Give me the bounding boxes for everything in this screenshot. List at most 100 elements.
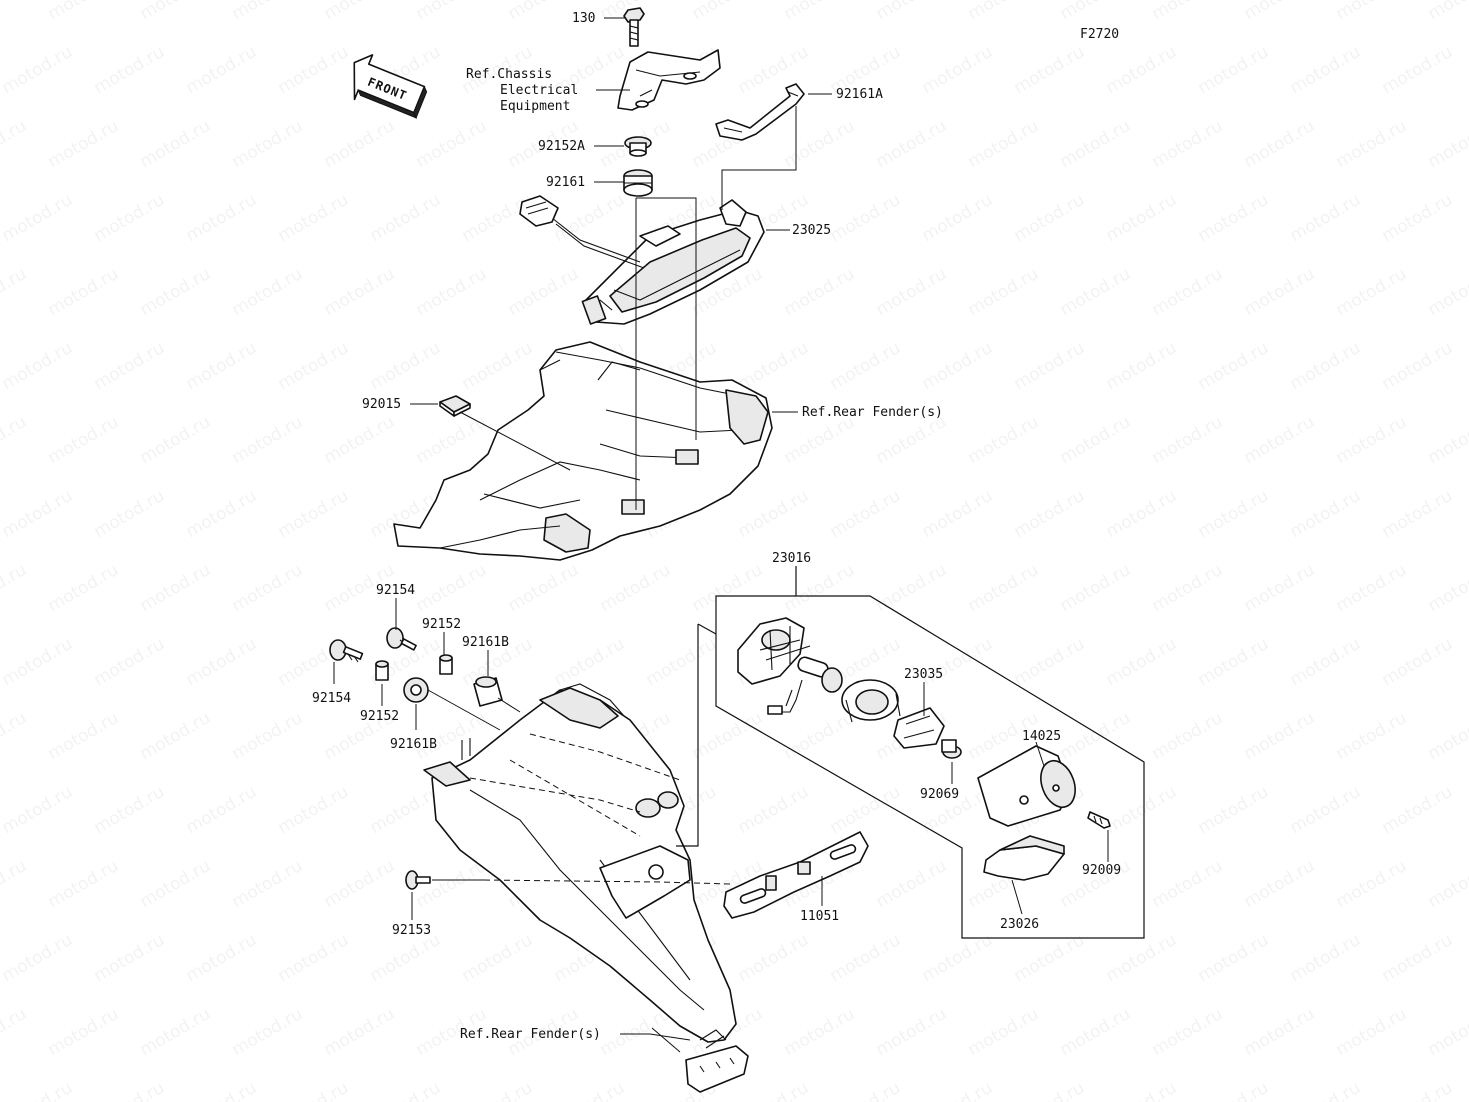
watermark-text: motod.ru — [1011, 486, 1089, 542]
watermark-text: motod.ru — [183, 930, 261, 986]
watermark-text: motod.ru — [1333, 560, 1411, 616]
watermark-text: motod.ru — [91, 634, 169, 690]
watermark-text: motod.ru — [183, 782, 261, 838]
watermark-text: motod.ru — [781, 708, 859, 764]
watermark-text: motod.ru — [1241, 560, 1319, 616]
watermark-text: motod.ru — [1333, 264, 1411, 320]
watermark-text: motod.ru — [551, 634, 629, 690]
watermark-text: motod.ru — [873, 856, 951, 912]
label-92009: 92009 — [1082, 863, 1121, 878]
watermark-text: motod.ru — [1333, 412, 1411, 468]
watermark-text: motod.ru — [413, 116, 491, 172]
watermark-text: motod.ru — [965, 560, 1043, 616]
label-92152-upper: 92152 — [422, 617, 461, 632]
watermark-text: motod.ru — [137, 708, 215, 764]
labels: F2720 130 Ref.Chassis Electrical Equipme… — [312, 11, 1121, 1042]
watermark-text: motod.ru — [91, 486, 169, 542]
watermark-text: motod.ru — [275, 338, 353, 394]
watermark-text: motod.ru — [1103, 42, 1181, 98]
front-direction-arrow: FRONT — [353, 54, 428, 120]
watermark-text: motod.ru — [1057, 264, 1135, 320]
watermark-text: motod.ru — [367, 338, 445, 394]
watermark-text: motod.ru — [275, 1078, 353, 1102]
watermark-text: motod.ru — [1425, 708, 1469, 764]
label-ref-rear-fender-top: Ref.Rear Fender(s) — [802, 405, 943, 420]
assembly-leader-lines — [821, 682, 1109, 915]
clip-nut-92015 — [439, 395, 471, 417]
watermark-text: motod.ru — [1057, 560, 1135, 616]
watermark-text: motod.ru — [873, 560, 951, 616]
watermark-text: motod.ru — [551, 190, 629, 246]
watermark-text: motod.ru — [827, 190, 905, 246]
bolt-92154-upper — [386, 627, 417, 651]
watermark-text: motod.ru — [0, 930, 76, 986]
watermark-text: motod.ru — [1425, 264, 1469, 320]
label-23025: 23025 — [792, 223, 831, 238]
watermark-text: motod.ru — [735, 782, 813, 838]
watermark-text: motod.ru — [1425, 560, 1469, 616]
watermark-text: motod.ru — [275, 42, 353, 98]
rear-fender-upper — [393, 341, 773, 561]
watermark-text: motod.ru — [1195, 782, 1273, 838]
watermark-text: motod.ru — [229, 1004, 307, 1060]
watermark-text: motod.ru — [1241, 116, 1319, 172]
watermark-text: motod.ru — [0, 782, 76, 838]
watermark-text: motod.ru — [827, 782, 905, 838]
watermark-text: motod.ru — [1287, 634, 1365, 690]
assembly-frame-23016 — [676, 566, 1145, 939]
watermark-text: motod.ru — [1195, 338, 1273, 394]
label-92161: 92161 — [546, 175, 585, 190]
watermark-text: motod.ru — [1149, 1004, 1227, 1060]
label-92161A: 92161A — [836, 87, 883, 102]
watermark-text: motod.ru — [1333, 708, 1411, 764]
watermark-text: motod.ru — [873, 264, 951, 320]
watermark-text: motod.ru — [965, 1004, 1043, 1060]
watermark-text: motod.ru — [1379, 42, 1457, 98]
label-23016: 23016 — [772, 551, 811, 566]
watermark-text: motod.ru — [1149, 116, 1227, 172]
watermark-text: motod.ru — [1333, 856, 1411, 912]
watermark-text: motod.ru — [0, 338, 76, 394]
watermark-text: motod.ru — [1425, 856, 1469, 912]
watermark-text: motod.ru — [275, 190, 353, 246]
watermark-text: motod.ru — [0, 190, 76, 246]
watermark-text: motod.ru — [1287, 1078, 1365, 1102]
watermark-text: motod.ru — [413, 264, 491, 320]
watermark-text: motod.ru — [45, 116, 123, 172]
watermark-text: motod.ru — [1379, 338, 1457, 394]
watermark-text: motod.ru — [689, 560, 767, 616]
grommet-92161 — [623, 169, 653, 197]
watermark-text: motod.ru — [459, 930, 537, 986]
watermark-text: motod.ru — [321, 116, 399, 172]
watermark-text: motod.ru — [91, 1078, 169, 1102]
watermark-text: motod.ru — [183, 190, 261, 246]
watermark-text: motod.ru — [0, 412, 30, 468]
watermark-text: motod.ru — [413, 0, 491, 24]
watermark-text: motod.ru — [1287, 930, 1365, 986]
watermark-text: motod.ru — [1241, 264, 1319, 320]
watermark-text: motod.ru — [781, 264, 859, 320]
watermark-text: motod.ru — [1379, 782, 1457, 838]
watermark-text: motod.ru — [137, 1004, 215, 1060]
screw-92009 — [1087, 811, 1111, 829]
watermark-text: motod.ru — [1333, 0, 1411, 24]
watermark-text: motod.ru — [1195, 1078, 1273, 1102]
watermark-text: motod.ru — [827, 486, 905, 542]
watermark-text: motod.ru — [321, 856, 399, 912]
watermark-text: motod.ru — [367, 1078, 445, 1102]
watermark-text: motod.ru — [735, 1078, 813, 1102]
license-bracket-11051 — [723, 831, 869, 919]
watermark-text: motod.ru — [1333, 1004, 1411, 1060]
watermark-text: motod.ru — [229, 708, 307, 764]
watermark-text: motod.ru — [183, 42, 261, 98]
label-ref-chassis-1: Ref.Chassis — [466, 67, 552, 82]
watermark-text: motod.ru — [1011, 338, 1089, 394]
watermark-text: motod.ru — [0, 856, 30, 912]
watermark-text: motod.ru — [1103, 190, 1181, 246]
watermark-text: motod.ru — [965, 0, 1043, 24]
watermark-text: motod.ru — [0, 708, 30, 764]
watermark-text: motod.ru — [735, 486, 813, 542]
watermark-text: motod.ru — [919, 42, 997, 98]
label-ref-chassis-3: Equipment — [500, 99, 570, 114]
